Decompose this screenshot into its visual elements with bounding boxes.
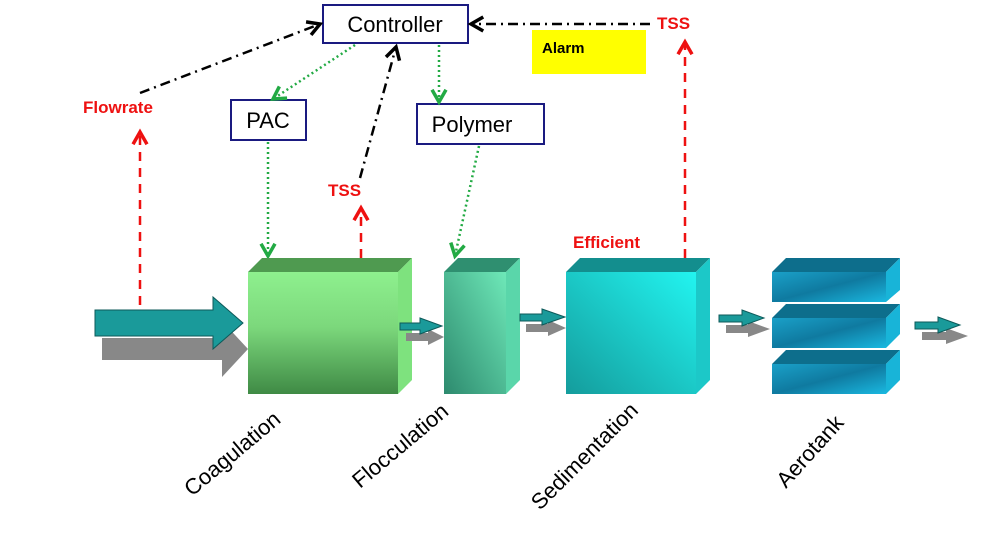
tss-to-controller-line xyxy=(358,47,396,179)
tss-sedimentation-label: TSS xyxy=(657,14,690,33)
flow-arrow-3 xyxy=(718,309,770,337)
inlet-arrow xyxy=(94,295,248,377)
flow-arrow-2 xyxy=(519,308,567,336)
stage-label-flocculation: Flocculation xyxy=(347,398,453,493)
controller-box[interactable]: Controller xyxy=(322,4,469,44)
controller-to-pac-line xyxy=(273,43,356,99)
polymer-box[interactable]: Polymer xyxy=(416,103,545,145)
flowrate-to-controller-line xyxy=(139,24,320,95)
alarm-indicator[interactable]: Alarm xyxy=(532,30,646,74)
flowrate-label: Flowrate xyxy=(83,98,153,117)
stage-label-coagulation: Coagulation xyxy=(179,406,285,501)
coagulation-tank[interactable] xyxy=(248,258,412,394)
stage-label-sedimentation: Sedimentation xyxy=(526,397,643,514)
efficient-label: Efficient xyxy=(573,233,640,252)
polymer-to-flocculation-line xyxy=(455,145,481,256)
sedimentation-tank[interactable] xyxy=(566,258,710,394)
controller-label: Controller xyxy=(347,12,442,37)
flocculation-tank[interactable] xyxy=(444,258,520,394)
aerotank[interactable] xyxy=(772,258,900,394)
outlet-arrow xyxy=(914,316,968,344)
alarm-label: Alarm xyxy=(542,40,585,57)
tss-coagulation-label: TSS xyxy=(328,181,361,200)
polymer-label: Polymer xyxy=(432,112,513,137)
flow-arrow-1 xyxy=(399,317,444,345)
pac-box[interactable]: PAC xyxy=(230,99,307,141)
pac-label: PAC xyxy=(246,108,290,133)
stage-label-aerotank: Aerotank xyxy=(771,409,849,492)
